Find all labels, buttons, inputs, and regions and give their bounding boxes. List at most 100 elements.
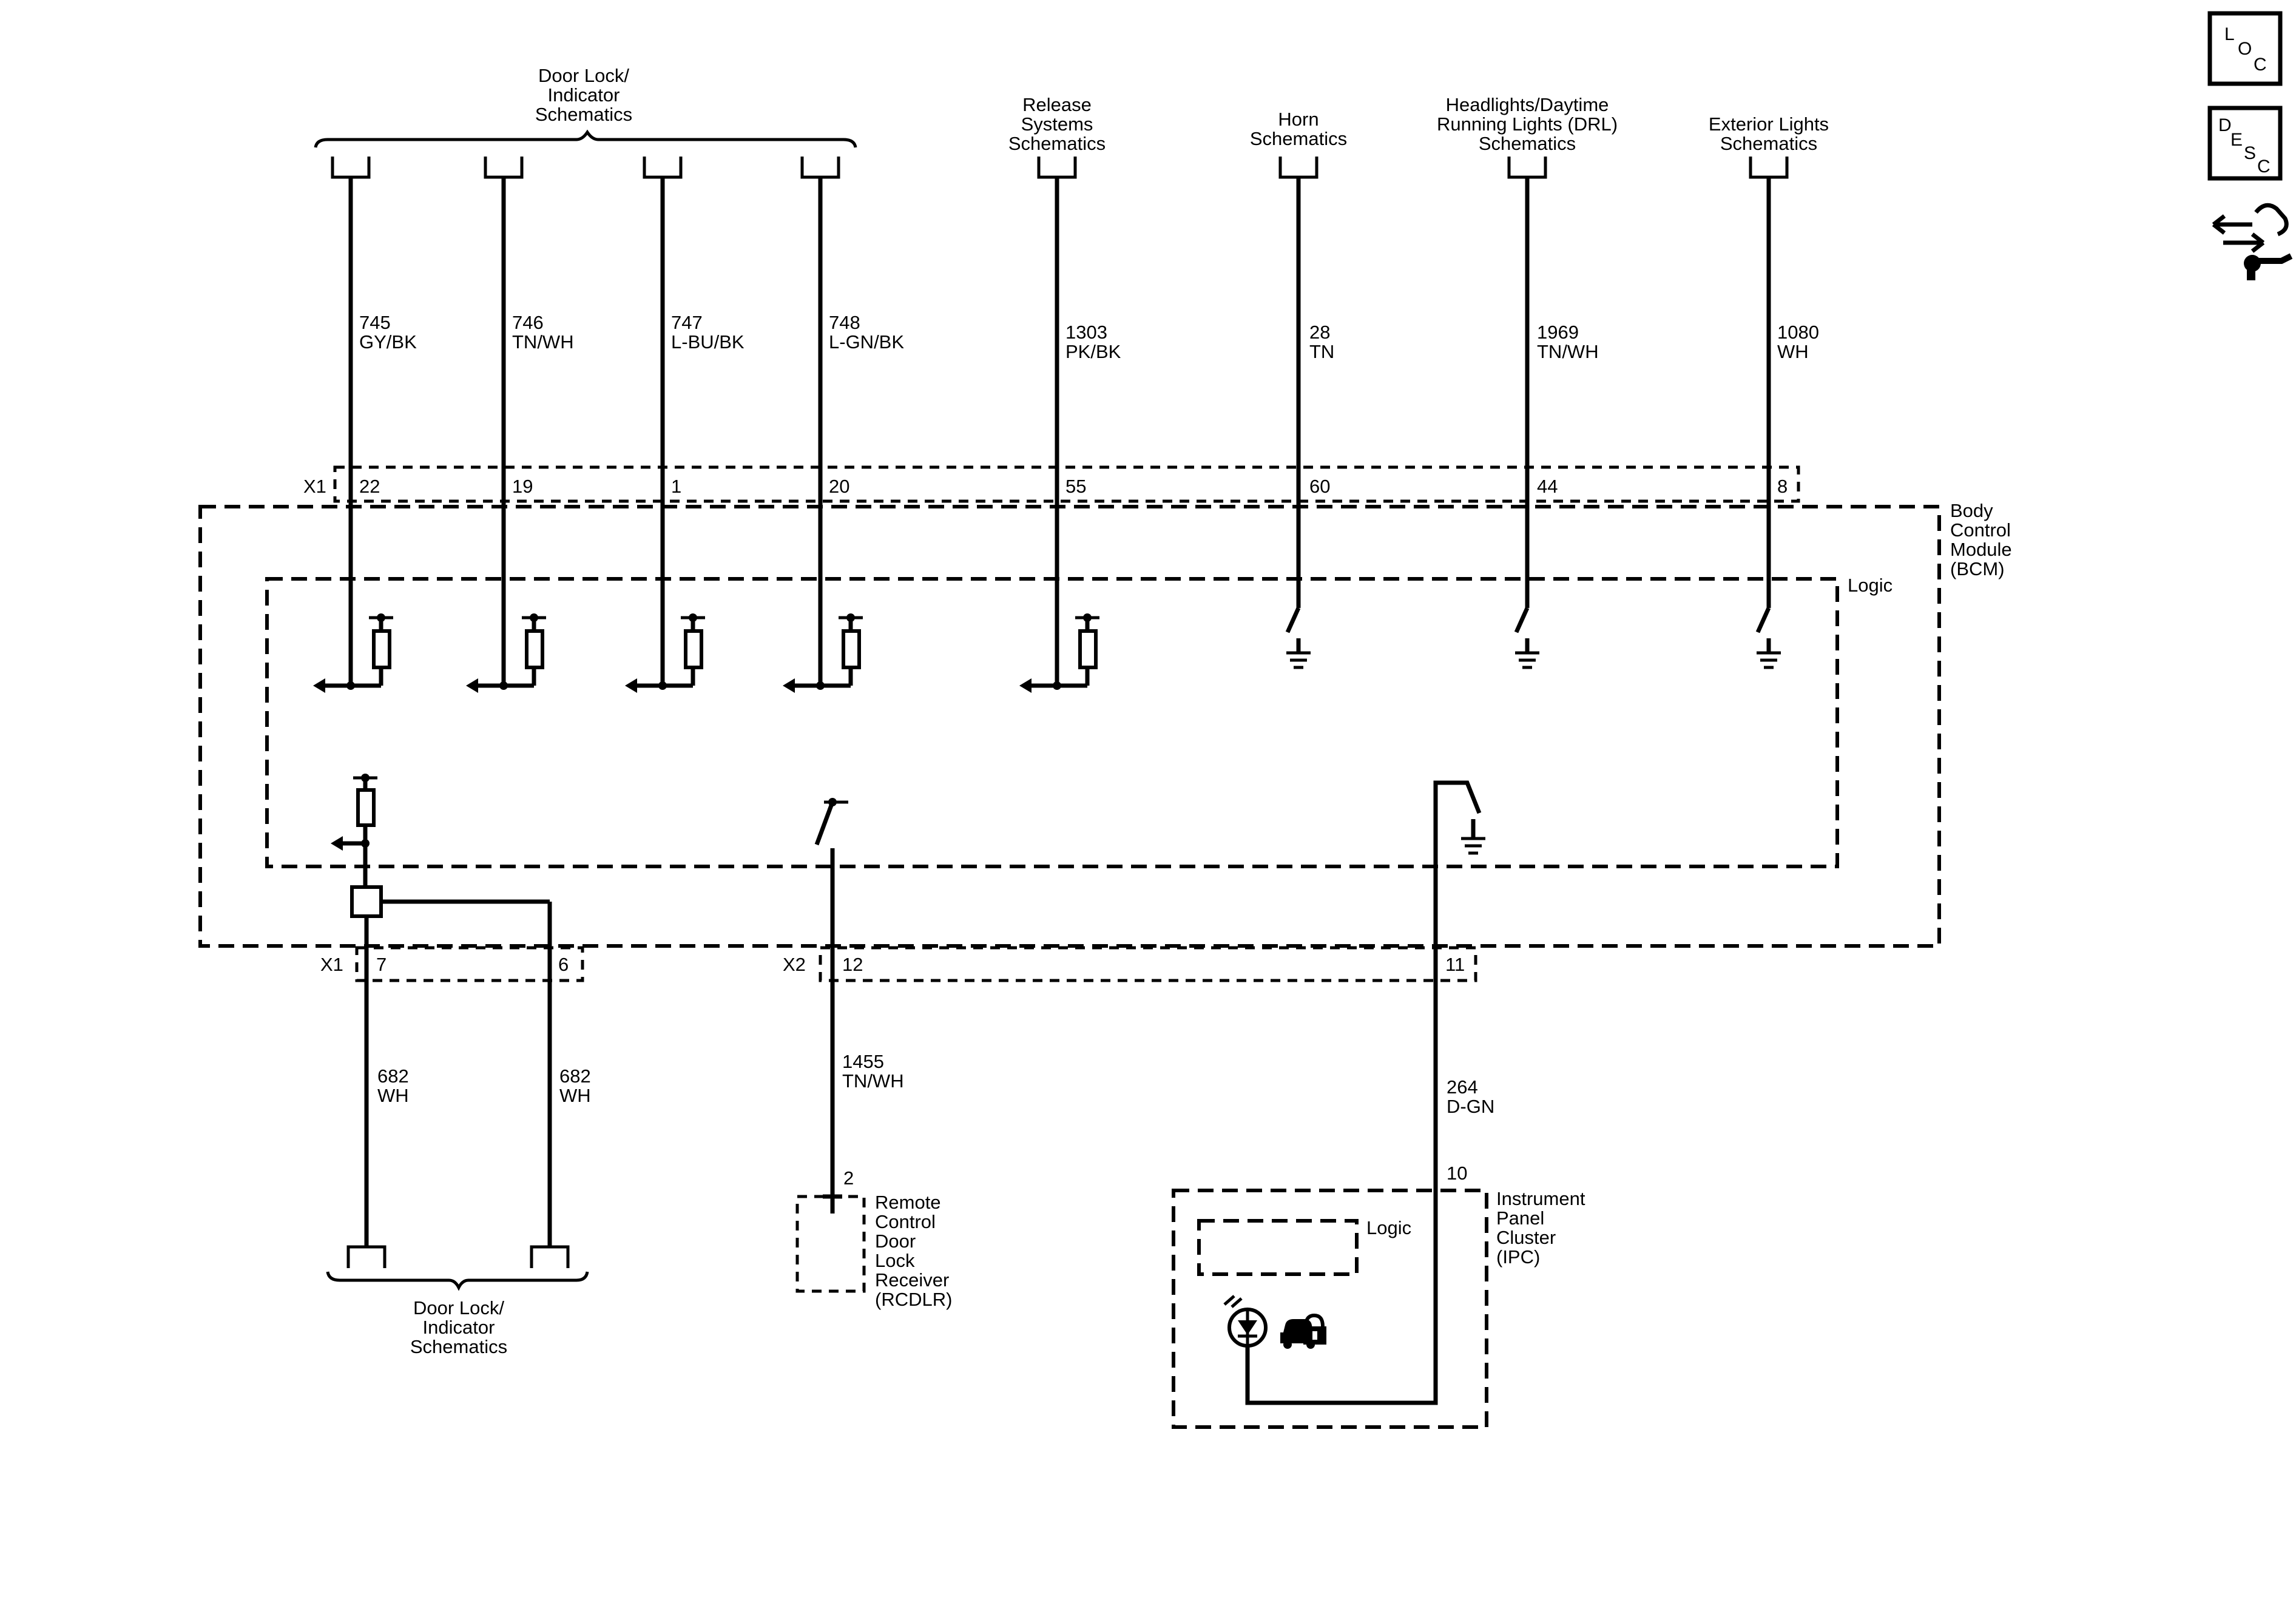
- svg-text:1303: 1303: [1065, 322, 1107, 343]
- door-lock-ref-line3: Schematics: [535, 104, 632, 125]
- svg-text:Body: Body: [1950, 500, 1993, 521]
- door-lock-ref-bottom-brace: [326, 1271, 589, 1291]
- desc-letter-s: S: [2244, 143, 2256, 163]
- horn-ref[interactable]: Horn Schematics: [1250, 109, 1347, 149]
- svg-text:8: 8: [1777, 476, 1788, 497]
- svg-text:44: 44: [1537, 476, 1558, 497]
- pull-up-input-1303: [1019, 613, 1099, 693]
- rcdlr-box: [795, 1195, 866, 1293]
- x2-pin-12: 12: [842, 954, 863, 975]
- svg-text:1080: 1080: [1777, 322, 1819, 343]
- headlights-ref-line3: Schematics: [1479, 133, 1576, 154]
- door-lock-ref-bottom[interactable]: Door Lock/ Indicator Schematics: [326, 1245, 589, 1357]
- svg-text:747: 747: [671, 312, 703, 333]
- svg-text:GY/BK: GY/BK: [359, 331, 417, 353]
- pull-up-input-748: [783, 613, 863, 693]
- ipc-box: [1172, 1189, 1488, 1429]
- door-lock-ref-line2: Indicator: [548, 84, 620, 106]
- x1-bottom-label: X1: [320, 954, 343, 975]
- svg-text:D-GN: D-GN: [1447, 1096, 1494, 1117]
- svg-text:745: 745: [359, 312, 391, 333]
- horn-ref-line2: Schematics: [1250, 128, 1347, 149]
- rcdlr-component[interactable]: 2 Remote Control Door Lock Receiver (RCD…: [795, 1167, 952, 1310]
- svg-text:Module: Module: [1950, 539, 2012, 560]
- release-ref-line2: Systems: [1021, 113, 1093, 135]
- ipc-component[interactable]: 10 Instrument Panel Cluster (IPC) Logic: [1172, 1163, 1585, 1429]
- wire-label-682b: 682 WH: [559, 1065, 591, 1106]
- door-lock-bottom-line1: Door Lock/: [413, 1297, 504, 1318]
- svg-text:Control: Control: [1950, 519, 2011, 541]
- bcm-logic-label: Logic: [1848, 575, 1893, 596]
- x1-bottom-pin-6: 6: [558, 954, 569, 975]
- ipc-logic-box: [1197, 1219, 1359, 1276]
- x1-top-connector: [333, 465, 1800, 503]
- wire-label-745: 745 GY/BK: [359, 312, 417, 353]
- desc-button[interactable]: D E S C: [2207, 106, 2283, 181]
- x1-top-pins: 22 19 1 20 55 60 44 8: [359, 476, 1788, 497]
- rcdlr-line4: Lock: [875, 1250, 915, 1271]
- rcdlr-input-switch: [814, 798, 848, 1214]
- exterior-lights-ref[interactable]: Exterior Lights Schematics: [1709, 113, 1829, 154]
- rcdlr-line1: Remote: [875, 1192, 941, 1213]
- exterior-ref-line2: Schematics: [1720, 133, 1817, 154]
- ipc-output-switch: [1433, 780, 1485, 1397]
- wire-label-746: 746 TN/WH: [512, 312, 574, 353]
- rcdlr-pin: 2: [843, 1167, 854, 1189]
- svg-text:22: 22: [359, 476, 380, 497]
- rcdlr-line2: Control: [875, 1211, 936, 1232]
- rcdlr-line3: Door: [875, 1230, 916, 1252]
- svg-text:748: 748: [829, 312, 860, 333]
- rcdlr-line5: Receiver: [875, 1269, 949, 1291]
- headlights-ref[interactable]: Headlights/Daytime Running Lights (DRL) …: [1437, 94, 1618, 154]
- loc-button[interactable]: L O C: [2207, 11, 2283, 86]
- svg-text:20: 20: [829, 476, 849, 497]
- loc-box: [2207, 11, 2283, 86]
- x2-label: X2: [783, 954, 806, 975]
- top-wires: [348, 177, 1771, 686]
- top-connector-brackets: [331, 157, 1789, 179]
- ipc-line2: Panel: [1496, 1207, 1544, 1229]
- door-lock-ref-brace: [314, 129, 857, 148]
- release-ref-line3: Schematics: [1008, 133, 1106, 154]
- svg-text:19: 19: [512, 476, 533, 497]
- door-lock-bottom-line2: Indicator: [423, 1317, 495, 1338]
- pull-up-input-745: [313, 613, 393, 693]
- release-ref[interactable]: Release Systems Schematics: [1008, 94, 1106, 154]
- pull-up-input-746: [466, 613, 546, 693]
- bottom-bracket-left: [346, 1245, 387, 1268]
- svg-text:L-GN/BK: L-GN/BK: [829, 331, 904, 353]
- ipc-pin: 10: [1447, 1163, 1467, 1184]
- desc-letter-c: C: [2257, 157, 2271, 177]
- svg-text:28: 28: [1309, 322, 1330, 343]
- svg-text:1969: 1969: [1537, 322, 1579, 343]
- svg-text:746: 746: [512, 312, 544, 333]
- wire-label-1303: 1303 PK/BK: [1065, 322, 1121, 362]
- svg-text:60: 60: [1309, 476, 1330, 497]
- pull-up-inputs: [313, 613, 1099, 693]
- svg-text:682: 682: [377, 1065, 409, 1087]
- loc-letter-o: O: [2238, 39, 2252, 59]
- door-lock-ref-top[interactable]: Door Lock/ Indicator Schematics: [314, 65, 857, 148]
- wire-label-28: 28 TN: [1309, 322, 1334, 362]
- bcm-label: Body Control Module (BCM): [1950, 500, 2012, 579]
- door-lock-ref-line1: Door Lock/: [538, 65, 629, 86]
- svg-text:55: 55: [1065, 476, 1086, 497]
- door-lock-bottom-line3: Schematics: [410, 1336, 507, 1357]
- loc-letter-l: L: [2224, 24, 2235, 44]
- bcm-box: [198, 505, 1941, 948]
- svg-text:TN/WH: TN/WH: [512, 331, 574, 353]
- loc-letter-c: C: [2254, 55, 2267, 75]
- x1-bottom-pin-7: 7: [376, 954, 387, 975]
- wire-label-1080: 1080 WH: [1777, 322, 1819, 362]
- svg-text:264: 264: [1447, 1076, 1478, 1098]
- desc-letter-d: D: [2218, 115, 2232, 135]
- svg-text:WH: WH: [1777, 341, 1809, 362]
- wire-label-747: 747 L-BU/BK: [671, 312, 745, 353]
- headlights-ref-line1: Headlights/Daytime: [1446, 94, 1609, 115]
- bottom-bracket-right: [530, 1245, 570, 1268]
- repair-procedures-icon[interactable]: [2212, 203, 2293, 280]
- x2-connector: [819, 946, 1477, 982]
- wire-label-1969: 1969 TN/WH: [1537, 322, 1599, 362]
- svg-text:682: 682: [559, 1065, 591, 1087]
